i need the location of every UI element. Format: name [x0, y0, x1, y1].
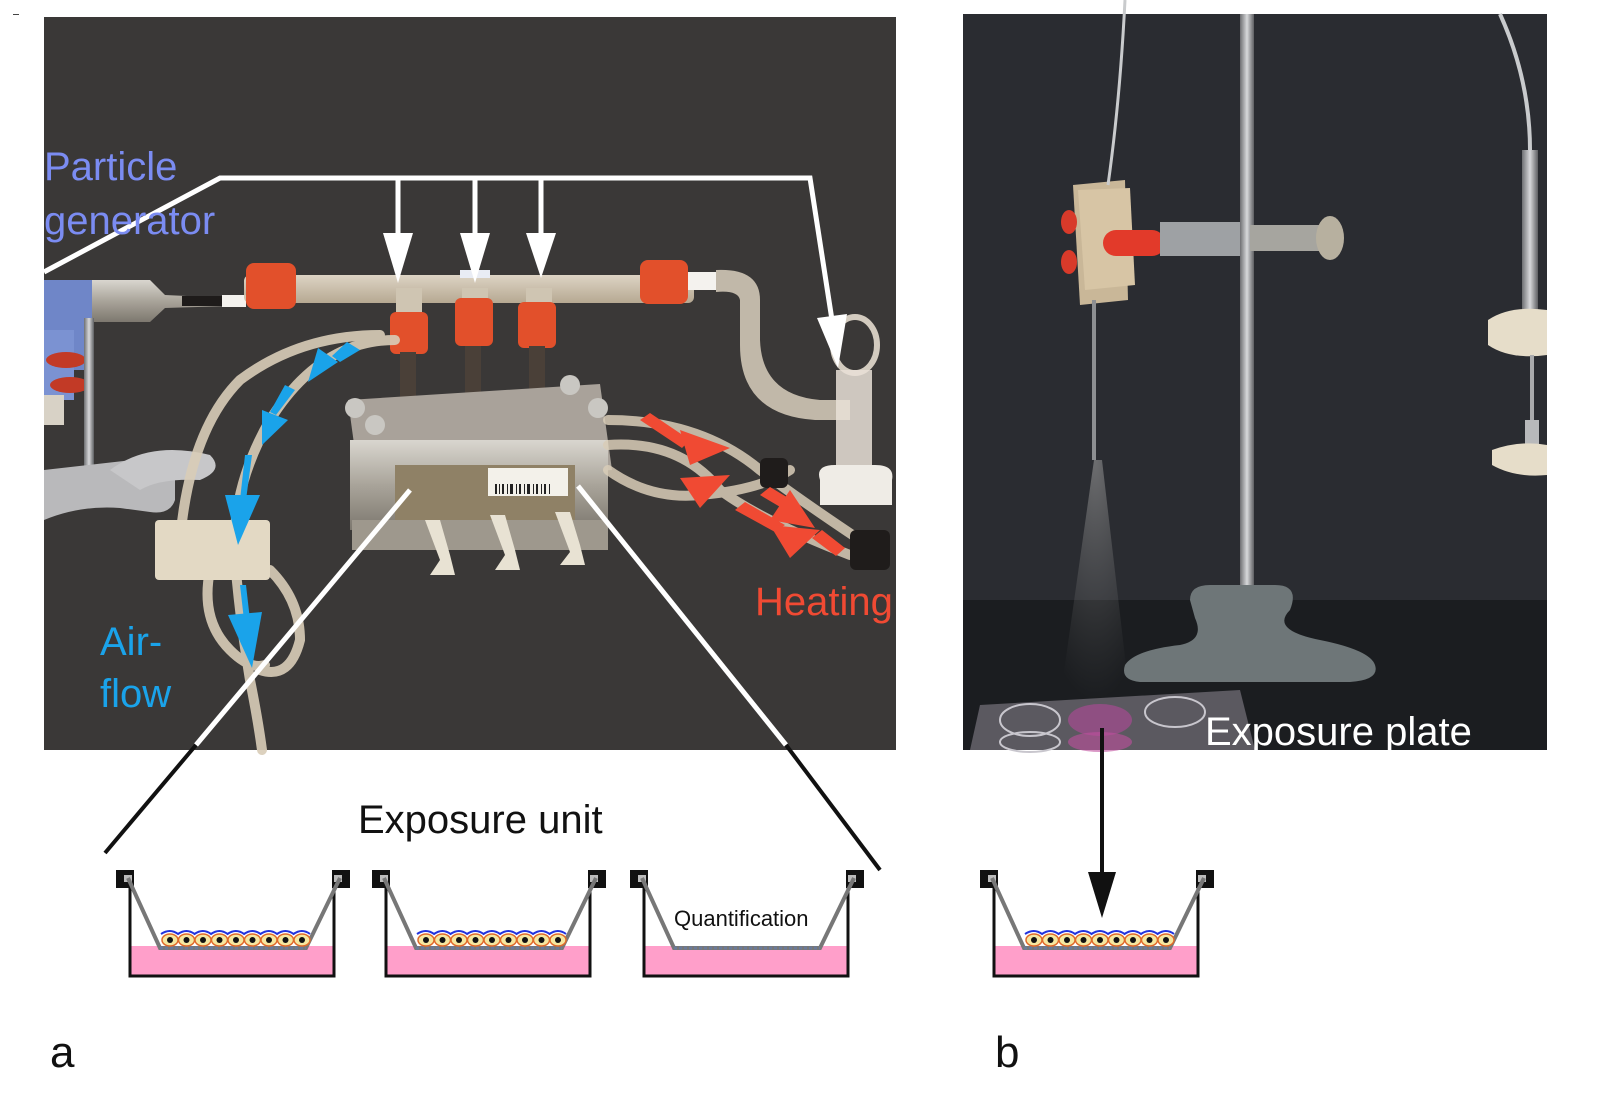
airflow-label-line1: Air-: [100, 620, 163, 664]
cell-nucleus: [200, 937, 206, 943]
airflow-label-line2: flow: [100, 672, 172, 716]
cell-nucleus: [472, 937, 479, 943]
cell-layer-membrane: [1024, 930, 1175, 936]
exposure-unit-label: Exposure unit: [358, 798, 603, 842]
cell-nucleus: [505, 937, 512, 943]
cell-nucleus: [1163, 937, 1169, 943]
cell-nucleus: [1064, 937, 1070, 943]
cell-nucleus: [456, 937, 462, 943]
exposure-unit-device: [345, 375, 612, 575]
airflow-tubing: [175, 330, 400, 755]
cell-nucleus: [167, 937, 173, 943]
zoom-lines-white: [194, 484, 788, 747]
cell-nucleus: [1130, 937, 1136, 943]
culture-medium: [644, 946, 848, 976]
particle-generator-label-line2: generator: [44, 199, 216, 243]
cell-nucleus: [1031, 937, 1037, 943]
particle-generator-label-line1: Particle: [44, 145, 178, 189]
cell-nucleus: [233, 937, 239, 943]
cell-nucleus: [1080, 937, 1087, 943]
well-3: [630, 870, 864, 978]
well-1: [116, 870, 350, 978]
stray-mark: [13, 14, 19, 15]
cell-nucleus: [522, 937, 528, 943]
cell-nucleus: [266, 937, 272, 943]
cell-nucleus: [423, 937, 429, 943]
cell-layer-membrane: [416, 930, 567, 936]
particle-flow-arrows: [42, 175, 835, 321]
culture-medium: [386, 946, 590, 976]
cell-nucleus: [1146, 937, 1153, 943]
zoom-lines-black: [103, 743, 882, 872]
culture-medium: [130, 946, 334, 976]
cell-nucleus: [1097, 937, 1103, 943]
culture-medium: [994, 946, 1198, 976]
second-nozzle: [1488, 13, 1547, 476]
airflow-label: Air- flow: [100, 616, 171, 720]
panel-b-label: b: [995, 1028, 1020, 1077]
well-outline: [642, 880, 850, 978]
cell-nucleus: [538, 937, 545, 943]
cell-nucleus: [249, 937, 256, 943]
well-outline: [992, 880, 1200, 978]
well-2: [372, 870, 606, 978]
well-4: [980, 870, 1214, 978]
cell-layer-membrane: [160, 930, 311, 936]
well-outline: [128, 880, 336, 978]
lab-stand: [1124, 14, 1376, 682]
spray-mist: [1060, 460, 1130, 700]
cell-nucleus: [1047, 937, 1054, 943]
exposure-plate-label: Exposure plate: [1205, 710, 1472, 754]
cell-nucleus: [299, 937, 305, 943]
cell-nucleus: [216, 937, 223, 943]
cell-nucleus: [489, 937, 495, 943]
particle-generator-label: Particle generator: [44, 140, 215, 248]
cell-nucleus: [439, 937, 446, 943]
cell-nucleus: [555, 937, 561, 943]
particle-arrowheads: [383, 233, 847, 368]
well-outline: [384, 880, 592, 978]
airflow-arrows: [225, 342, 360, 668]
spray-nozzle-clamp: [1061, 0, 1344, 460]
heating-label: Heating: [755, 580, 893, 624]
red-cap: [640, 260, 688, 304]
heating-arrows: [640, 413, 845, 558]
particle-generator: [44, 280, 246, 520]
panel-a-label: a: [50, 1028, 75, 1077]
quantification-label: Quantification: [674, 906, 809, 931]
exposure-plate-photo: [970, 690, 1255, 753]
cell-nucleus: [282, 937, 289, 943]
plate-to-well-arrow: [1088, 728, 1116, 918]
cell-nucleus: [183, 937, 190, 943]
cell-nucleus: [1113, 937, 1120, 943]
red-cap: [246, 263, 296, 309]
